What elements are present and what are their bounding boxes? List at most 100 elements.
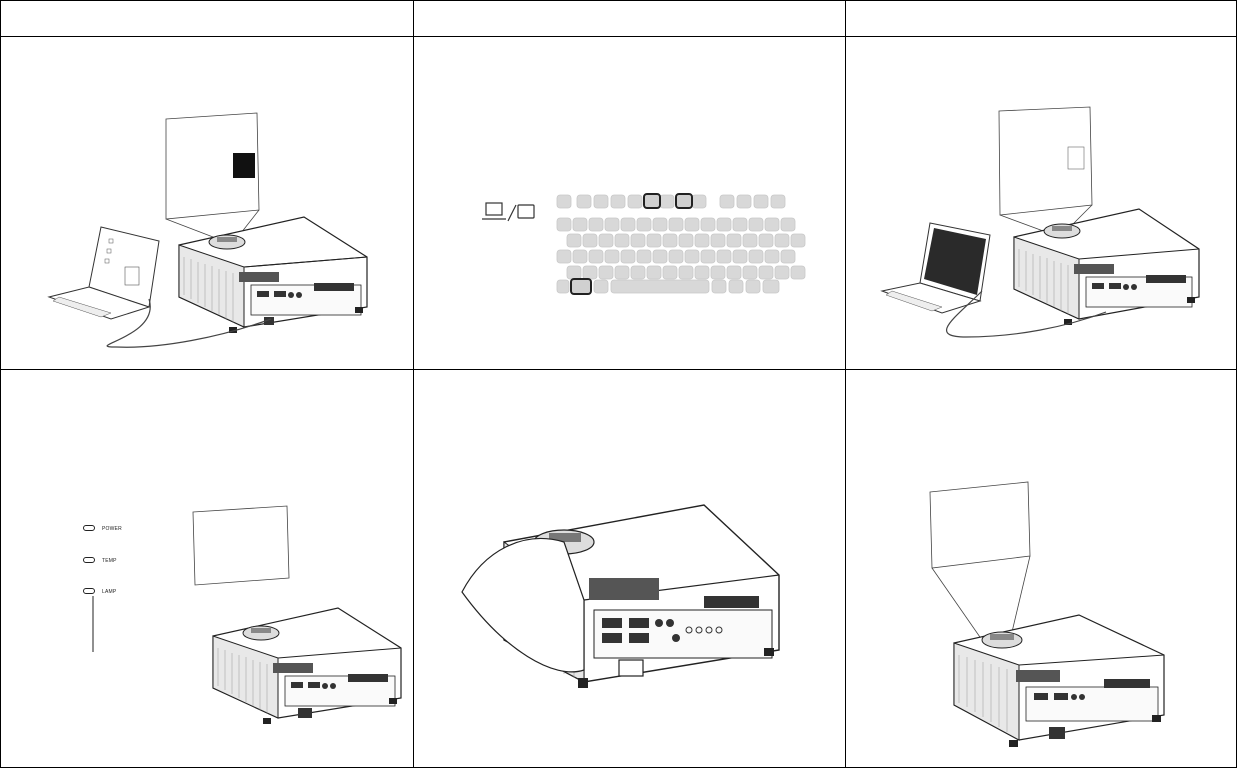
keyboard-key bbox=[733, 218, 747, 231]
keyboard-key bbox=[733, 250, 747, 263]
keyboard-key bbox=[621, 250, 635, 263]
keyboard-key bbox=[743, 234, 757, 247]
keyboard-key bbox=[583, 266, 597, 279]
keyboard-key bbox=[631, 234, 645, 247]
keyboard-key bbox=[765, 218, 779, 231]
projector bbox=[954, 615, 1164, 747]
keyboard-key bbox=[743, 266, 757, 279]
keyboard-key bbox=[611, 195, 625, 208]
illustration-laptop-dark-screen bbox=[846, 37, 1236, 369]
keyboard-key bbox=[557, 250, 571, 263]
keyboard-key bbox=[717, 218, 731, 231]
keyboard-key bbox=[599, 266, 613, 279]
keyboard-key bbox=[660, 195, 674, 208]
keyboard-key bbox=[611, 280, 709, 293]
keyboard bbox=[557, 195, 805, 293]
keyboard-key bbox=[712, 280, 726, 293]
keyboard-key bbox=[737, 195, 751, 208]
keyboard-key bbox=[669, 218, 683, 231]
keyboard-key bbox=[685, 250, 699, 263]
keyboard-key bbox=[749, 250, 763, 263]
keyboard-key bbox=[615, 234, 629, 247]
keyboard-key bbox=[621, 218, 635, 231]
keyboard-key bbox=[589, 250, 603, 263]
keyboard-key bbox=[729, 280, 743, 293]
keyboard-key bbox=[605, 218, 619, 231]
keyboard-key bbox=[727, 234, 741, 247]
keyboard-key bbox=[605, 250, 619, 263]
keyboard-key bbox=[594, 195, 608, 208]
keyboard-key bbox=[615, 266, 629, 279]
projector bbox=[213, 608, 401, 724]
projection-screen bbox=[930, 482, 1030, 568]
keyboard-key bbox=[653, 250, 667, 263]
keyboard-key bbox=[589, 218, 603, 231]
keyboard-key bbox=[759, 234, 773, 247]
keyboard-key bbox=[637, 218, 651, 231]
keyboard-key bbox=[637, 250, 651, 263]
keyboard-key bbox=[695, 234, 709, 247]
keyboard-key bbox=[679, 266, 693, 279]
keyboard-key bbox=[727, 266, 741, 279]
keyboard-key bbox=[717, 250, 731, 263]
keyboard-key bbox=[749, 218, 763, 231]
keyboard-key bbox=[647, 234, 661, 247]
keyboard-key bbox=[775, 234, 789, 247]
keyboard-key bbox=[701, 250, 715, 263]
projector bbox=[1014, 209, 1199, 325]
keyboard-key bbox=[594, 280, 608, 293]
keyboard-key bbox=[765, 250, 779, 263]
keyboard-key bbox=[685, 218, 699, 231]
display-toggle-icon bbox=[482, 203, 534, 221]
keyboard-key bbox=[628, 195, 642, 208]
keyboard-key bbox=[573, 218, 587, 231]
keyboard-key bbox=[791, 266, 805, 279]
fn-key-highlight-2 bbox=[676, 194, 692, 208]
keyboard-key bbox=[599, 234, 613, 247]
keyboard-key bbox=[567, 266, 581, 279]
keyboard-key bbox=[663, 266, 677, 279]
header-cell-1 bbox=[1, 0, 413, 37]
keyboard-key bbox=[557, 218, 571, 231]
lens-cap bbox=[462, 539, 584, 672]
header-cell-2 bbox=[414, 0, 845, 37]
illustration-keyboard-function-key bbox=[414, 37, 845, 369]
keyboard-key bbox=[573, 250, 587, 263]
keyboard-key bbox=[711, 234, 725, 247]
black-square-image bbox=[233, 153, 255, 178]
illustration-laptop-projector-blank bbox=[1, 37, 413, 369]
fn-key-highlight-1 bbox=[644, 194, 660, 208]
keyboard-key bbox=[775, 266, 789, 279]
keyboard-key bbox=[781, 218, 795, 231]
keyboard-key bbox=[720, 195, 734, 208]
illustration-led-indicators: POWER TEMP LAMP bbox=[1, 370, 413, 767]
keyboard-key bbox=[791, 234, 805, 247]
keyboard-key bbox=[692, 195, 706, 208]
keyboard-key bbox=[647, 266, 661, 279]
keyboard-key bbox=[557, 280, 569, 293]
projection-screen bbox=[193, 506, 289, 585]
keyboard-key bbox=[754, 195, 768, 208]
laptop bbox=[49, 227, 159, 319]
keyboard-key bbox=[746, 280, 760, 293]
keyboard-key bbox=[631, 266, 645, 279]
keyboard-key bbox=[763, 280, 779, 293]
keyboard-key bbox=[653, 218, 667, 231]
keyboard-key bbox=[771, 195, 785, 208]
illustration-lens-cap bbox=[414, 370, 845, 767]
illustration-projector-image bbox=[846, 370, 1236, 767]
fn-modifier-key-highlight bbox=[571, 279, 591, 294]
header-cell-3 bbox=[846, 0, 1236, 37]
keyboard-key bbox=[711, 266, 725, 279]
keyboard-key bbox=[663, 234, 677, 247]
control-buttons bbox=[589, 578, 659, 600]
keyboard-key bbox=[781, 250, 795, 263]
keyboard-key bbox=[557, 195, 571, 208]
keyboard-key bbox=[577, 195, 591, 208]
keyboard-key bbox=[701, 218, 715, 231]
keyboard-key bbox=[583, 234, 597, 247]
keyboard-key bbox=[759, 266, 773, 279]
keyboard-key bbox=[695, 266, 709, 279]
keyboard-key bbox=[679, 234, 693, 247]
